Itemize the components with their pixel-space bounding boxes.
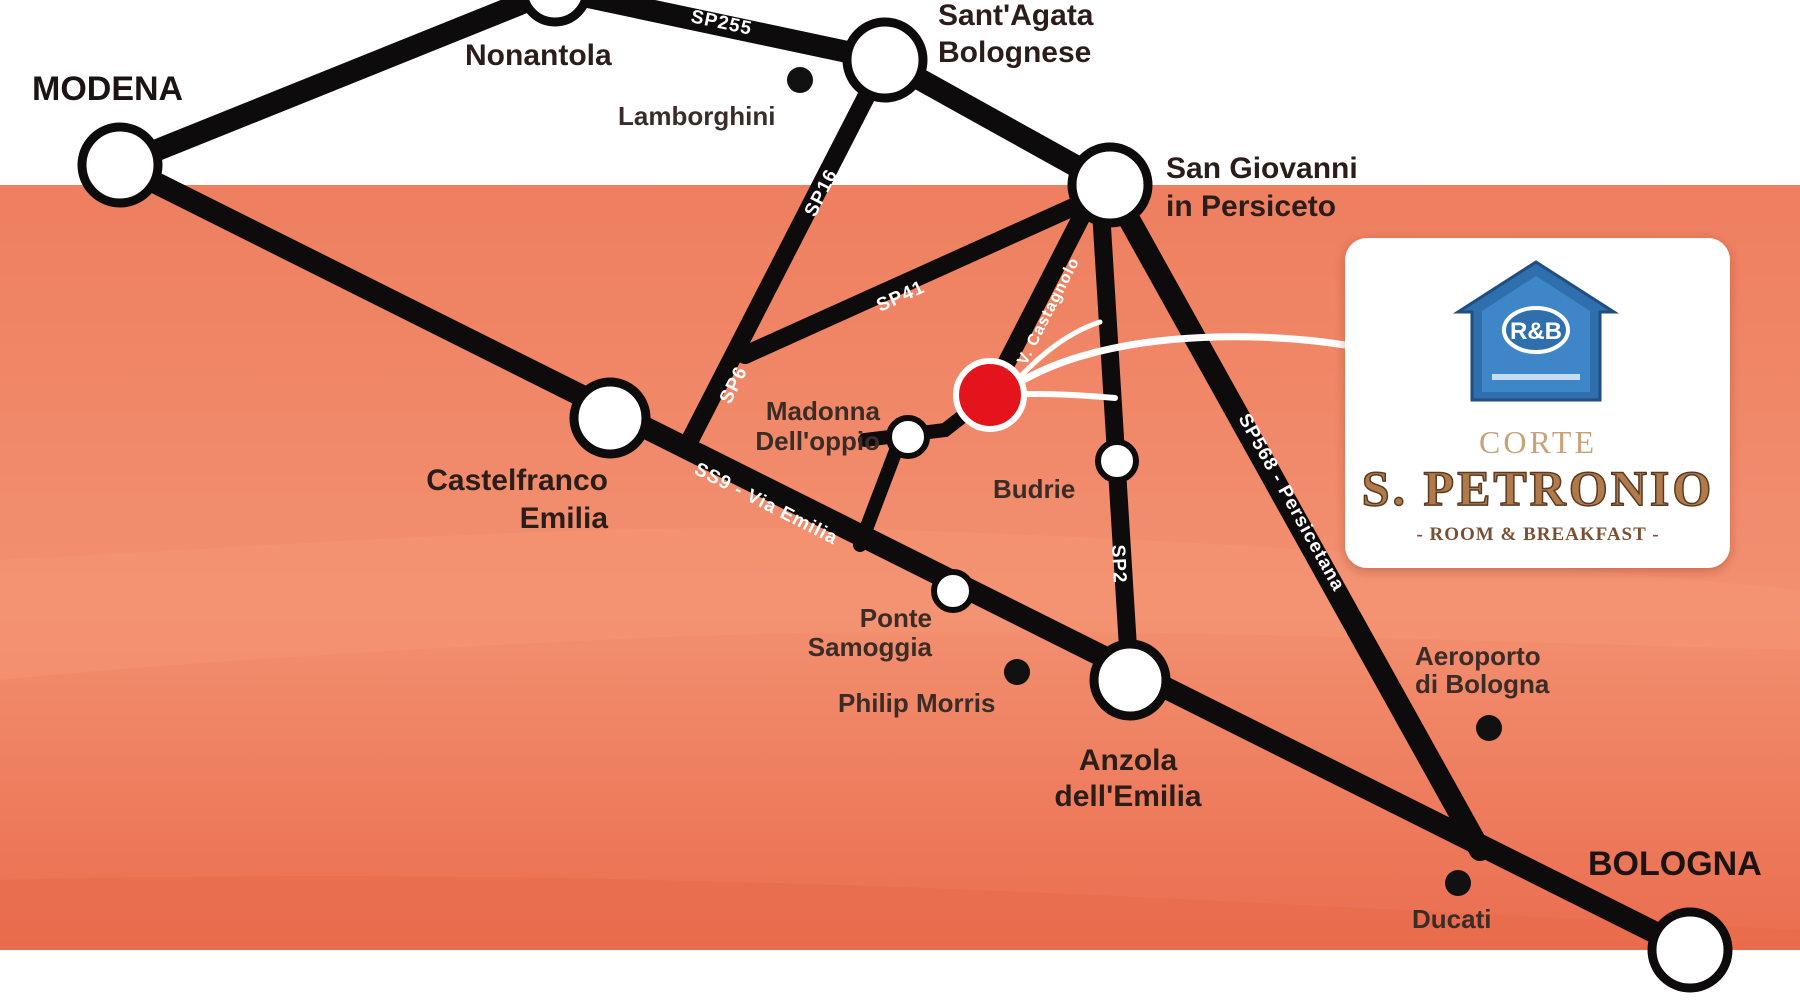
town-anzola-marker (1089, 639, 1171, 721)
logo-corte-text: CORTE (1479, 424, 1597, 460)
road-sp41 (736, 186, 1109, 364)
poi-aeroporto-dot (1476, 715, 1502, 741)
roads (109, 0, 1701, 961)
road-santagata-sangiovanni (874, 49, 1121, 196)
label-santagata-line2: Bolognese (938, 36, 1091, 69)
road-sp16-sp6 (681, 51, 894, 449)
road-ss9-via-emilia (109, 154, 1701, 961)
points-of-interest (787, 67, 1502, 896)
band-texture-light (0, 527, 1800, 680)
label-aeroporto-line1: Aeroporto (1415, 641, 1541, 671)
town-nonantola-marker (519, 0, 591, 27)
house-icon: R&B (1452, 260, 1620, 402)
label-castelfranco-line2: Emilia (520, 502, 609, 535)
logo-subtitle-text: - ROOM & BREAKFAST - (1416, 524, 1659, 545)
town-castelfranco-marker (569, 377, 651, 459)
label-sangiovanni-line1: San Giovanni (1166, 152, 1358, 185)
label-bologna: BOLOGNA (1588, 845, 1762, 883)
poi-philip-morris-dot (1004, 659, 1030, 685)
rb-badge-text: R&B (1510, 318, 1562, 345)
label-philip-morris: Philip Morris (838, 688, 995, 718)
road-label-sp2: SP2 (1107, 544, 1130, 584)
label-sangiovanni-line2: in Persiceto (1166, 190, 1336, 223)
road-madonna-south (853, 433, 907, 552)
road-sp255 (550, 0, 896, 71)
town-sangiovanni-marker (1067, 142, 1153, 228)
label-nonantola: Nonantola (465, 39, 612, 72)
town-budrie-marker (1095, 439, 1139, 483)
label-ponte-line1: Ponte (860, 603, 932, 633)
road-sp568 (1099, 174, 1491, 861)
road-sp2 (1091, 186, 1139, 689)
background-bottom (0, 950, 1800, 1000)
label-ponte-line2: Samoggia (808, 632, 933, 662)
town-bologna-marker (1647, 907, 1733, 993)
label-anzola-line1: Anzola (1079, 744, 1178, 777)
logo-name-text: S. PETRONIO (1362, 460, 1715, 516)
location-marker[interactable] (953, 358, 1027, 432)
label-santagata-line1: Sant'Agata (938, 0, 1094, 32)
label-budrie: Budrie (993, 474, 1075, 504)
band-texture-dark (0, 876, 1800, 955)
label-ducati: Ducati (1412, 904, 1491, 934)
road-modena-nonantola (109, 0, 560, 176)
towns (77, 0, 1733, 993)
place-labels: MODENA Nonantola Sant'Agata Bolognese La… (32, 0, 1762, 934)
bnb-logo-card[interactable]: R&B CORTE S. PETRONIO - ROOM & BREAKFAST… (1345, 238, 1730, 568)
town-santagata-marker (842, 17, 928, 103)
town-ponte-marker (931, 569, 975, 613)
town-modena-marker (77, 122, 163, 208)
town-madonna-marker (886, 415, 930, 459)
rb-badge (1502, 306, 1570, 354)
poi-lamborghini-dot (787, 67, 813, 93)
label-aeroporto-line2: di Bologna (1415, 669, 1550, 699)
label-lamborghini: Lamborghini (618, 101, 775, 131)
label-castelfranco-line1: Castelfranco (426, 464, 608, 497)
label-madonna-line1: Madonna (766, 396, 881, 426)
pointer-line-1 (1001, 333, 1349, 396)
logo-card-background (1345, 238, 1730, 568)
poi-ducati-dot (1445, 870, 1471, 896)
location-pointer (953, 319, 1349, 432)
label-anzola-line2: dell'Emilia (1054, 780, 1202, 813)
label-madonna-line2: Dell'oppio (755, 426, 880, 456)
label-modena: MODENA (32, 70, 183, 108)
